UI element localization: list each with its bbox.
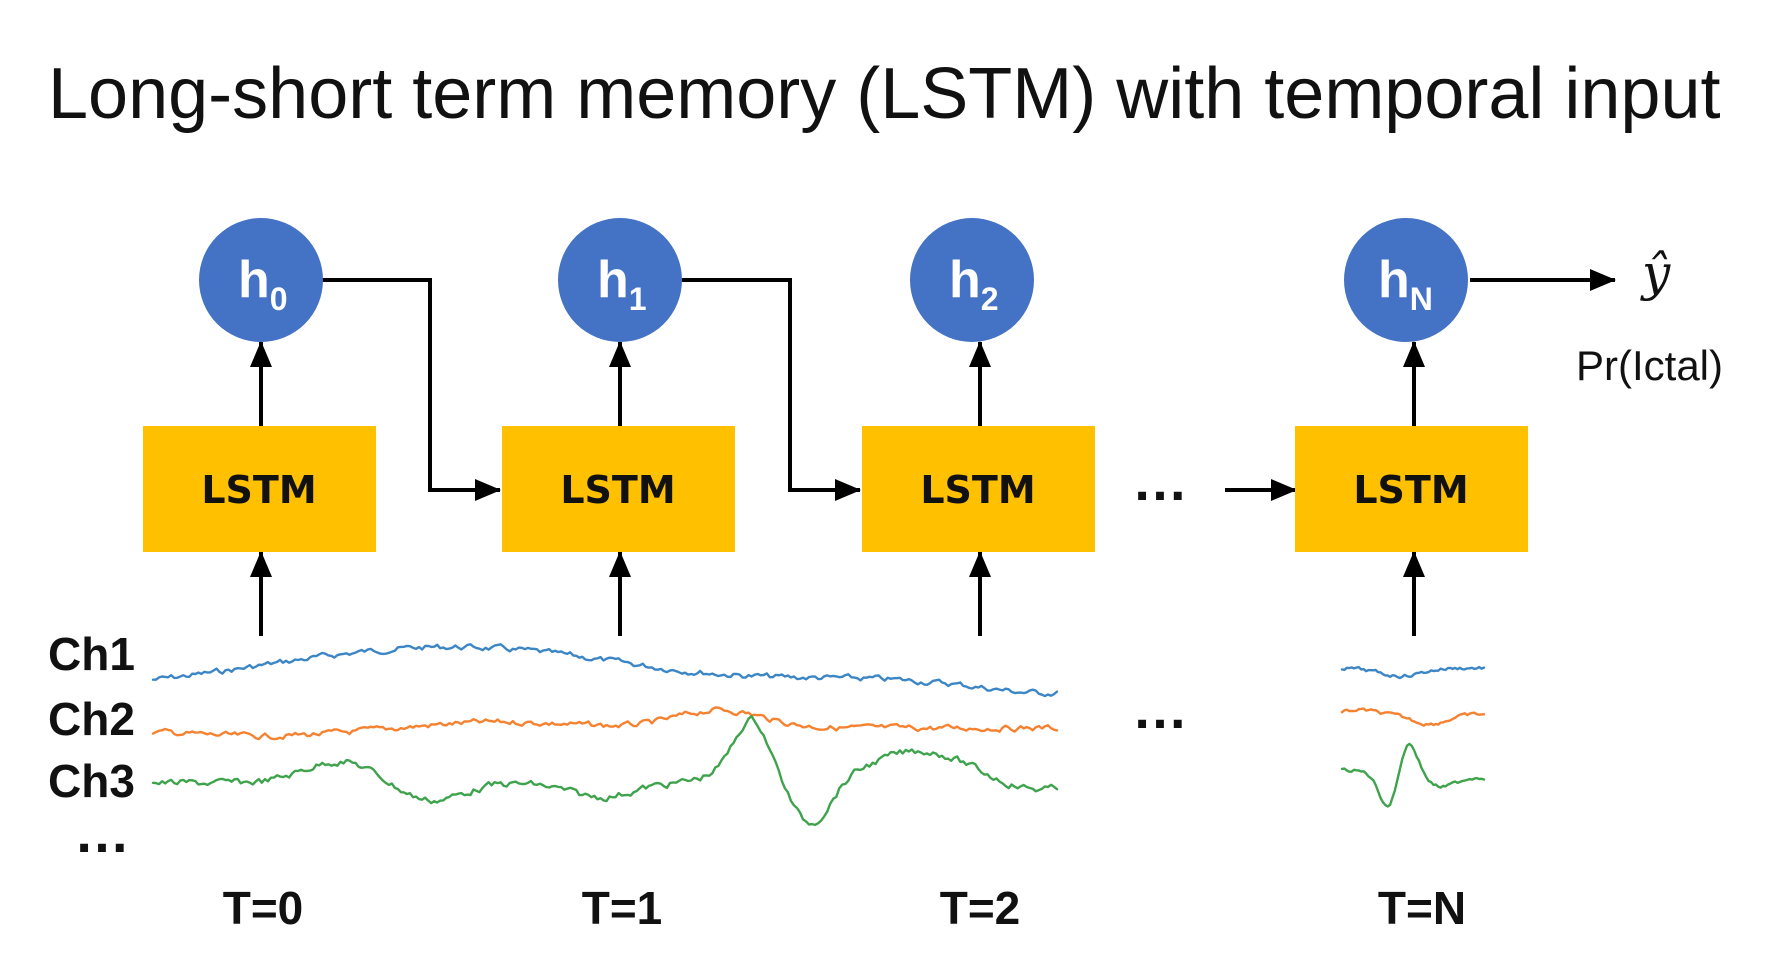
hidden-node-h1: h1 xyxy=(558,218,682,342)
hidden-states: h0 h1 h2 hN xyxy=(199,218,1468,342)
time-label-0: T=0 xyxy=(223,882,304,934)
lstm-box-N xyxy=(1295,426,1528,552)
signal-ch3-segment-N xyxy=(1340,742,1486,808)
ellipsis-channels: … xyxy=(74,801,130,864)
hidden-node-h0: h0 xyxy=(199,218,323,342)
lstm-label-2: LSTM xyxy=(920,468,1035,512)
hidden-label-h1: h1 xyxy=(597,251,647,317)
lstm-label-N: LSTM xyxy=(1353,468,1468,512)
lstm-boxes: LSTM LSTM LSTM LSTM xyxy=(143,426,1528,552)
lstm-cell-1: LSTM xyxy=(502,426,735,552)
hidden-node-h2: h2 xyxy=(910,218,1034,342)
recurrent-arrow-0-1 xyxy=(322,278,501,501)
time-labels: T=0 T=1 T=2 T=N xyxy=(223,882,1466,934)
lstm-box-1 xyxy=(502,426,735,552)
hidden-node-hN: hN xyxy=(1344,218,1468,342)
lstm-box-0 xyxy=(143,426,376,552)
hidden-label-h2: h2 xyxy=(949,251,999,317)
lstm-label-0: LSTM xyxy=(201,468,316,512)
channel-label-ch3: Ch3 xyxy=(48,755,135,807)
time-label-N: T=N xyxy=(1378,882,1466,934)
hidden-circle-hN xyxy=(1344,218,1468,342)
signal-ch2-main xyxy=(151,706,1059,741)
ellipsis-signal-row: … xyxy=(1132,677,1188,740)
page-title: Long-short term memory (LSTM) with tempo… xyxy=(48,54,1721,134)
lstm-label-1: LSTM xyxy=(560,468,675,512)
hidden-circle-h2 xyxy=(910,218,1034,342)
recurrent-arrows xyxy=(322,278,1297,501)
output-y-hat: ŷ xyxy=(1640,244,1671,302)
time-label-1: T=1 xyxy=(582,882,663,934)
channel-labels: Ch1 Ch2 Ch3 xyxy=(48,628,135,807)
signal-ch3-main xyxy=(151,715,1059,827)
eeg-signals xyxy=(151,643,1486,827)
lstm-to-hidden-arrows xyxy=(250,341,1425,426)
channel-label-ch1: Ch1 xyxy=(48,628,135,680)
hidden-circle-h1 xyxy=(558,218,682,342)
signal-ch1-segment-N xyxy=(1340,665,1486,680)
lstm-cell-2: LSTM xyxy=(862,426,1095,552)
ellipsis-lstm-row: … xyxy=(1132,449,1188,512)
lstm-cell-N: LSTM xyxy=(1295,426,1528,552)
hidden-label-h0: h0 xyxy=(238,251,288,317)
time-label-2: T=2 xyxy=(940,882,1021,934)
lstm-cell-0: LSTM xyxy=(143,426,376,552)
hidden-label-hN: hN xyxy=(1378,251,1433,317)
signal-ch2-segment-N xyxy=(1340,707,1486,727)
hidden-circle-h0 xyxy=(199,218,323,342)
lstm-box-2 xyxy=(862,426,1095,552)
signal-ch1-main xyxy=(151,643,1059,698)
input-to-lstm-arrows xyxy=(250,551,1425,636)
recurrent-arrow-1-2 xyxy=(682,278,861,501)
channel-label-ch2: Ch2 xyxy=(48,693,135,745)
output-label: Pr(Ictal) xyxy=(1576,342,1723,389)
